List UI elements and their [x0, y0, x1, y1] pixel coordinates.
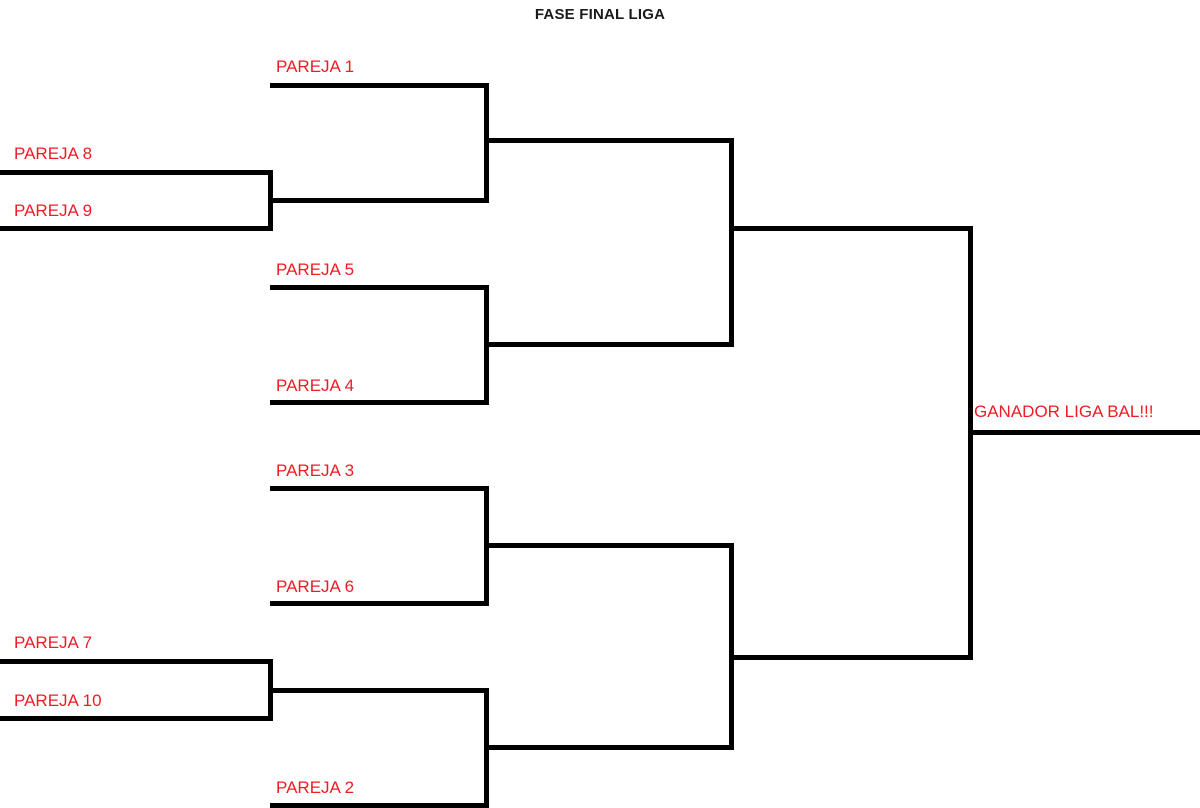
line-winner-sf-1: [729, 226, 973, 231]
line-pareja-9: [0, 226, 273, 231]
line-pareja-4: [270, 400, 489, 405]
winner-label-ganador: GANADOR LIGA BAL!!!: [974, 402, 1154, 421]
seed-label-pareja-3: PAREJA 3: [276, 461, 355, 480]
seed-label-pareja-2: PAREJA 2: [276, 778, 355, 797]
page-title: FASE FINAL LIGA: [534, 6, 666, 23]
line-winner-qf-2: [484, 342, 734, 347]
line-winner-sf-2: [729, 655, 973, 660]
seed-label-pareja-1: PAREJA 1: [276, 57, 355, 76]
line-pareja-8: [0, 170, 273, 175]
line-pareja-7: [0, 659, 273, 664]
line-winner-qf-1: [484, 138, 734, 143]
seed-label-pareja-10: PAREJA 10: [14, 691, 102, 710]
seed-label-pareja-9: PAREJA 9: [14, 201, 93, 220]
connector-final: [968, 226, 973, 660]
line-pareja-1: [270, 83, 489, 88]
connector-sf-1: [729, 138, 734, 347]
line-pareja-6: [270, 601, 489, 606]
line-pareja-2: [270, 803, 489, 808]
connector-sf-2: [729, 543, 734, 750]
seed-label-pareja-6: PAREJA 6: [276, 577, 355, 596]
line-winner-qf-3: [484, 543, 734, 548]
seed-label-pareja-4: PAREJA 4: [276, 376, 355, 395]
line-pareja-5: [270, 285, 489, 290]
line-pareja-10: [0, 716, 273, 721]
connector-qf-1: [484, 83, 489, 203]
seed-label-pareja-5: PAREJA 5: [276, 260, 355, 279]
line-winner-play-in-top: [268, 198, 489, 203]
line-winner-final: [968, 430, 1200, 435]
line-winner-play-in-bottom: [268, 688, 489, 693]
line-winner-qf-4: [484, 745, 734, 750]
line-pareja-3: [270, 486, 489, 491]
seed-label-pareja-7: PAREJA 7: [14, 633, 93, 652]
seed-label-pareja-8: PAREJA 8: [14, 144, 93, 163]
